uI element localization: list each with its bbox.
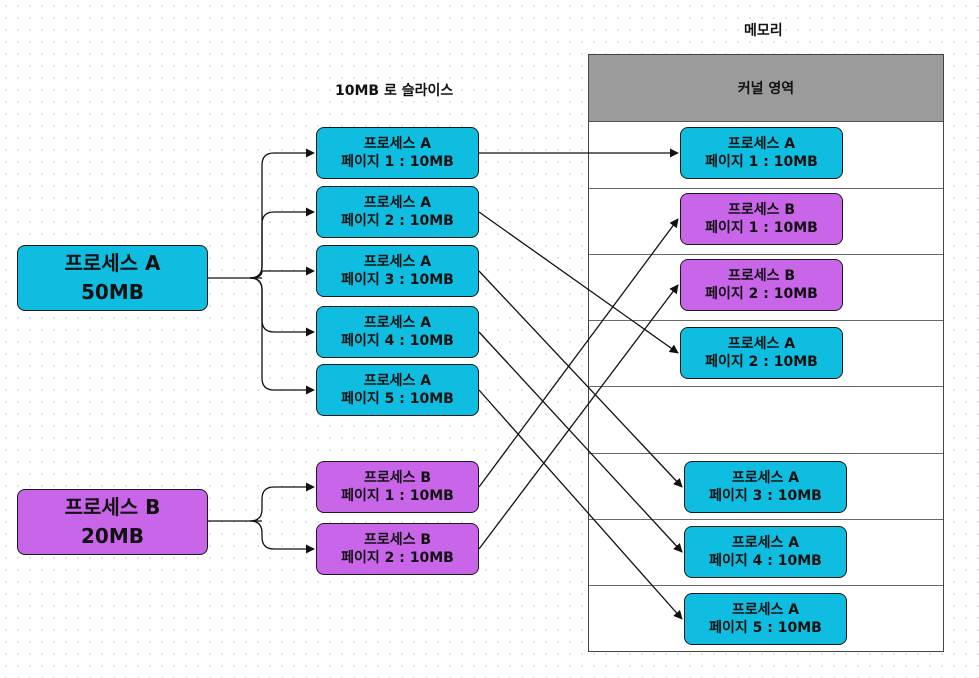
mapping-arrow-a4 bbox=[478, 331, 683, 553]
memory-page: 페이지 3 : 10MB bbox=[709, 488, 822, 504]
memory-process: 프로세스 A bbox=[727, 335, 796, 352]
memory-row-divider bbox=[589, 453, 943, 454]
memory-slot-a1: 프로세스 A 페이지 1 : 10MB bbox=[680, 127, 843, 179]
memory-process: 프로세스 A bbox=[731, 601, 800, 618]
page-box-b1: 프로세스 B 페이지 1 : 10MB bbox=[316, 461, 479, 513]
memory-slot-b1: 프로세스 B 페이지 1 : 10MB bbox=[680, 193, 843, 245]
page-process: 프로세스 A bbox=[363, 372, 432, 389]
tree-connector-b bbox=[249, 482, 315, 522]
memory-process: 프로세스 A bbox=[731, 534, 800, 551]
page-process: 프로세스 A bbox=[363, 253, 432, 270]
page-box-b2: 프로세스 B 페이지 2 : 10MB bbox=[316, 523, 479, 575]
page-process: 프로세스 B bbox=[363, 469, 432, 486]
page-box-a2: 프로세스 A 페이지 2 : 10MB bbox=[316, 186, 479, 238]
tree-connector-a bbox=[249, 207, 315, 279]
page-process: 프로세스 A bbox=[363, 194, 432, 211]
kernel-area: 커널 영역 bbox=[589, 55, 943, 122]
memory-slot-b2: 프로세스 B 페이지 2 : 10MB bbox=[680, 259, 843, 311]
mapping-arrow-a3 bbox=[478, 270, 683, 488]
tree-connector-a bbox=[249, 277, 315, 337]
source-process-b: 프로세스 B 20MB bbox=[17, 489, 208, 555]
memory-row-divider bbox=[589, 254, 943, 255]
page-label: 페이지 4 : 10MB bbox=[341, 333, 454, 349]
page-box-a5: 프로세스 A 페이지 5 : 10MB bbox=[316, 364, 479, 416]
memory-process: 프로세스 B bbox=[727, 267, 796, 284]
memory-slot-a5: 프로세스 A 페이지 5 : 10MB bbox=[684, 593, 847, 645]
mapping-arrow-b2 bbox=[478, 284, 679, 550]
mapping-arrow-b1 bbox=[478, 218, 679, 488]
memory-process: 프로세스 A bbox=[727, 135, 796, 152]
page-label: 페이지 3 : 10MB bbox=[341, 272, 454, 288]
page-label: 페이지 1 : 10MB bbox=[341, 488, 454, 504]
page-label: 페이지 5 : 10MB bbox=[341, 391, 454, 407]
page-box-a4: 프로세스 A 페이지 4 : 10MB bbox=[316, 306, 479, 358]
memory-process: 프로세스 A bbox=[731, 469, 800, 486]
memory-row-divider bbox=[589, 585, 943, 586]
memory-page: 페이지 2 : 10MB bbox=[705, 286, 818, 302]
memory-slot-a3: 프로세스 A 페이지 3 : 10MB bbox=[684, 461, 847, 513]
memory-page: 페이지 4 : 10MB bbox=[709, 553, 822, 569]
page-process: 프로세스 A bbox=[363, 314, 432, 331]
mapping-arrow-a5 bbox=[478, 389, 683, 620]
tree-connector-a bbox=[249, 266, 315, 279]
memory-page: 페이지 1 : 10MB bbox=[705, 220, 818, 236]
memory-title: 메모리 bbox=[744, 23, 783, 39]
memory-page: 페이지 2 : 10MB bbox=[705, 354, 818, 370]
memory-page: 페이지 5 : 10MB bbox=[709, 620, 822, 636]
mapping-arrow-a2 bbox=[478, 211, 679, 354]
source-process-a: 프로세스 A 50MB bbox=[17, 245, 208, 311]
page-process: 프로세스 A bbox=[363, 135, 432, 152]
page-label: 페이지 1 : 10MB bbox=[341, 154, 454, 170]
memory-page: 페이지 1 : 10MB bbox=[705, 154, 818, 170]
page-box-a1: 프로세스 A 페이지 1 : 10MB bbox=[316, 127, 479, 179]
page-box-a3: 프로세스 A 페이지 3 : 10MB bbox=[316, 245, 479, 297]
memory-slot-a4: 프로세스 A 페이지 4 : 10MB bbox=[684, 526, 847, 578]
page-process: 프로세스 B bbox=[363, 531, 432, 548]
source-size: 20MB bbox=[81, 524, 144, 548]
slice-title: 10MB 로 슬라이스 bbox=[335, 83, 454, 99]
source-name: 프로세스 A bbox=[64, 251, 161, 275]
kernel-label: 커널 영역 bbox=[737, 81, 795, 97]
tree-connector-a bbox=[249, 148, 315, 279]
memory-row-divider bbox=[589, 188, 943, 189]
memory-row-divider bbox=[589, 320, 943, 321]
tree-connector-b bbox=[249, 520, 315, 554]
page-label: 페이지 2 : 10MB bbox=[341, 213, 454, 229]
memory-process: 프로세스 B bbox=[727, 201, 796, 218]
memory-row-divider bbox=[589, 386, 943, 387]
memory-row-divider bbox=[589, 519, 943, 520]
source-size: 50MB bbox=[81, 280, 144, 304]
memory-slot-a2: 프로세스 A 페이지 2 : 10MB bbox=[680, 327, 843, 379]
page-label: 페이지 2 : 10MB bbox=[341, 550, 454, 566]
source-name: 프로세스 B bbox=[64, 495, 161, 519]
tree-connector-a bbox=[249, 277, 315, 395]
